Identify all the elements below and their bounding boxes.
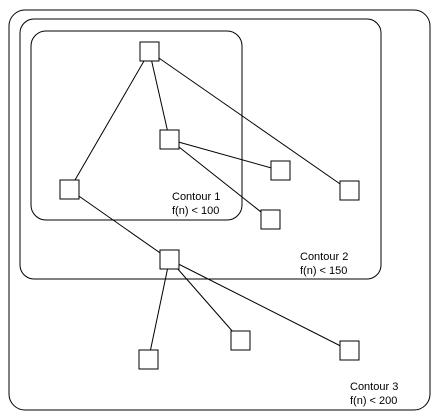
node-n6	[260, 209, 281, 230]
node-n8	[138, 349, 159, 370]
node-n9	[230, 330, 251, 351]
contour-3-condition: f(n) < 200	[350, 395, 397, 407]
node-n10	[339, 340, 360, 361]
contour-1-condition: f(n) < 100	[172, 205, 219, 217]
edge-n7-n10	[169, 259, 350, 351]
contour-2-condition: f(n) < 150	[300, 265, 347, 277]
edge-n1-n2	[149, 51, 170, 140]
contour-2-region	[19, 18, 382, 280]
contour-1-caption: Contour 1 f(n) < 100	[172, 191, 220, 217]
edge-n2-n6	[169, 139, 271, 220]
edge-n1-n3	[69, 51, 150, 190]
contour-1-label: Contour 1	[172, 191, 220, 203]
node-n4	[270, 160, 291, 181]
contour-2-label: Contour 2	[300, 251, 348, 263]
contour-3-region	[8, 9, 431, 411]
node-n7	[159, 249, 180, 270]
edge-n7-n8	[148, 259, 170, 360]
contour-3-caption: Contour 3 f(n) < 200	[350, 381, 398, 407]
edges-layer	[69, 51, 350, 360]
contour-2-caption: Contour 2 f(n) < 150	[300, 251, 348, 277]
contour-regions	[8, 9, 431, 411]
contour-3-label: Contour 3	[350, 381, 398, 393]
node-n2	[159, 129, 180, 150]
node-n3	[59, 179, 80, 200]
contour-1-region	[30, 30, 243, 221]
edge-n7-n9	[169, 259, 241, 341]
node-n1	[139, 41, 160, 62]
edge-n3-n7	[69, 189, 170, 260]
edge-n2-n4	[169, 139, 281, 171]
nodes-layer	[59, 41, 360, 370]
edge-n1-n5	[149, 51, 350, 191]
node-n5	[339, 180, 360, 201]
